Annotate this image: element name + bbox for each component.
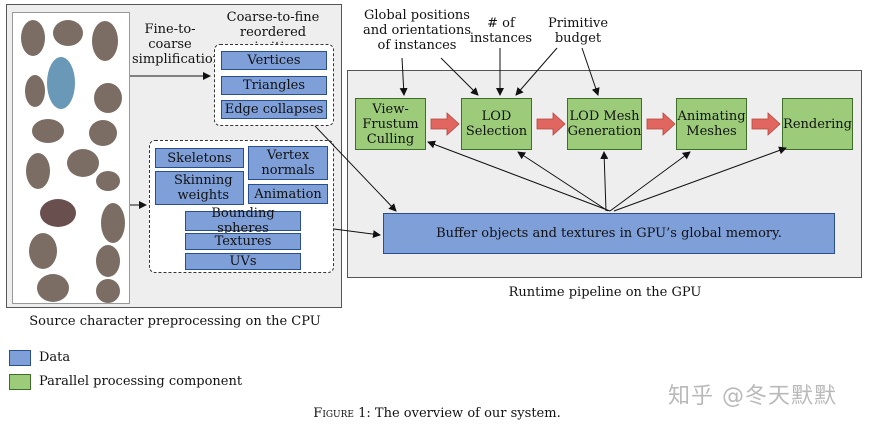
global-positions-label: Global positions and orientations of ins…	[362, 8, 472, 53]
rendering-stage: Rendering	[782, 98, 853, 150]
legend-process-swatch	[9, 374, 31, 390]
legend-data-label: Data	[39, 350, 71, 365]
figure-caption: Figure 1: The overview of our system.	[0, 406, 874, 421]
textures-box: Textures	[185, 233, 301, 250]
gpu-panel-caption: Runtime pipeline on the GPU	[508, 285, 702, 300]
lod-mesh-generation-stage: LOD Mesh Generation	[567, 98, 642, 150]
bounding-spheres-box: Bounding spheres	[185, 206, 301, 236]
view-frustum-culling-stage: View- Frustum Culling	[355, 98, 426, 150]
figure-caption-prefix: Figure 1	[313, 406, 367, 421]
lod-selection-stage: LOD Selection	[461, 98, 532, 150]
edge-collapses-box: Edge collapses	[221, 100, 327, 119]
animation-box: Animation	[248, 184, 328, 204]
uvs-box: UVs	[185, 253, 301, 270]
watermark: 知乎 @冬天默默	[668, 384, 837, 409]
triangles-box: Triangles	[221, 76, 327, 95]
gpu-buffer-box: Buffer objects and textures in GPU’s glo…	[383, 213, 835, 254]
animating-meshes-stage: Animating Meshes	[676, 98, 747, 150]
skeletons-box: Skeletons	[155, 148, 244, 168]
vertex-normals-box: Vertex normals	[248, 146, 328, 180]
character-models-image	[12, 12, 130, 304]
character-models-illustration	[21, 20, 125, 303]
primitive-budget-label: Primitive budget	[547, 16, 609, 46]
vertices-box: Vertices	[221, 51, 327, 70]
num-instances-label: # of instances	[469, 16, 533, 46]
legend-data-swatch	[9, 350, 31, 366]
cpu-panel-caption: Source character preprocessing on the CP…	[29, 314, 321, 329]
figure-caption-text: : The overview of our system.	[366, 406, 561, 421]
legend-process-label: Parallel processing component	[39, 374, 243, 389]
fine-to-coarse-label: Fine-to- coarse simplification	[132, 22, 222, 67]
skinning-weights-box: Skinning weights	[155, 171, 244, 205]
